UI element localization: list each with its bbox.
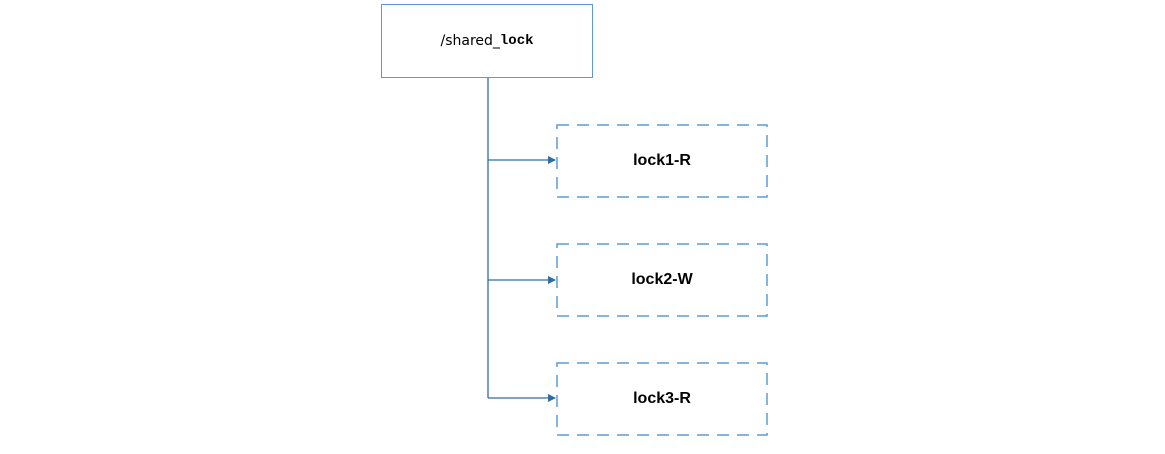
- child-label-lock2: lock2-W: [631, 271, 693, 288]
- root-node-shared-lock: /shared_lock: [381, 4, 593, 78]
- root-path-suffix: lock: [499, 33, 534, 49]
- child-label-lock3: lock3-R: [633, 390, 691, 407]
- child-node-lock1: lock1-R: [556, 124, 768, 198]
- root-path-prefix: /shared_: [440, 33, 500, 49]
- child-label-lock1: lock1-R: [633, 152, 691, 169]
- child-node-lock2: lock2-W: [556, 243, 768, 317]
- child-node-lock3: lock3-R: [556, 362, 768, 436]
